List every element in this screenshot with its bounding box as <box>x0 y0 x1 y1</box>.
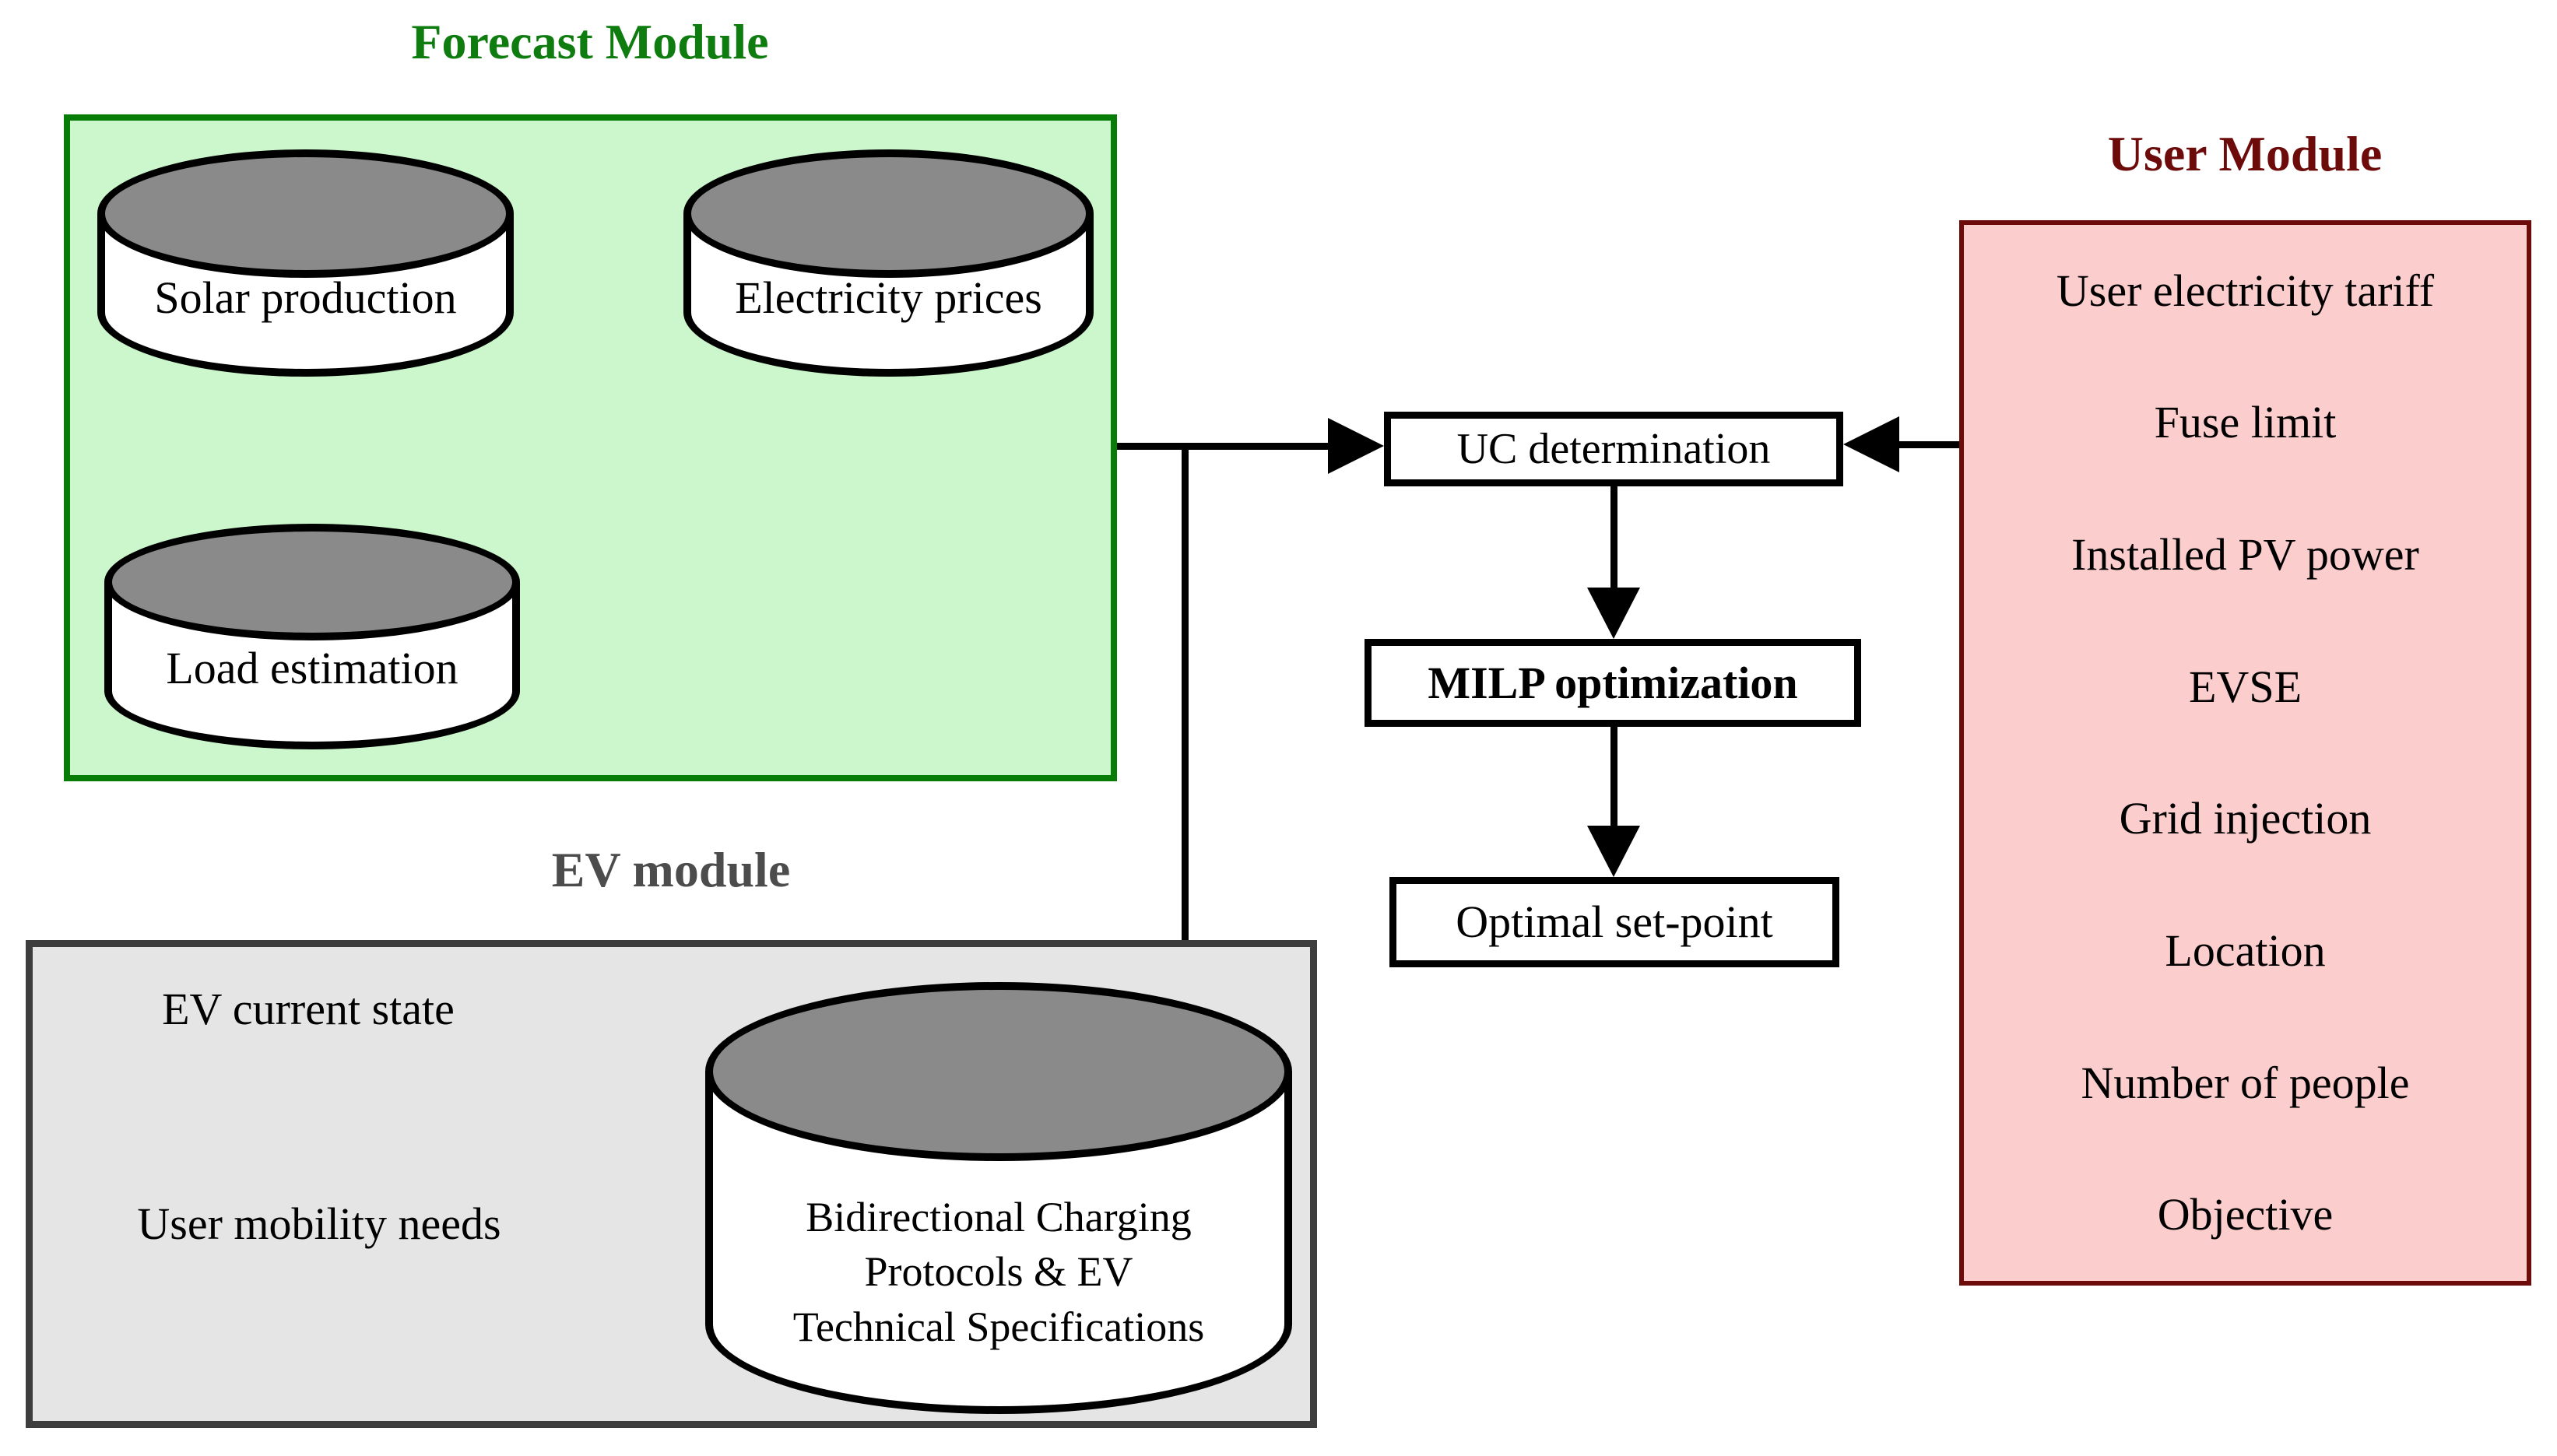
cylinder-top <box>104 524 520 640</box>
forecast-module-title: Forecast Module <box>411 14 769 69</box>
connector-milp-to-optimal <box>1610 727 1617 827</box>
arrowhead-into-uc-right <box>1843 416 1899 472</box>
database-label: Electricity prices <box>735 272 1042 324</box>
database-label: Bidirectional Charging Protocols & EV Te… <box>705 1161 1292 1383</box>
database-label-line-3: Technical Specifications <box>792 1303 1205 1350</box>
cylinder-top <box>683 149 1094 278</box>
optimal-set-point-box: Optimal set-point <box>1389 877 1839 967</box>
user-module-title: User Module <box>2107 126 2383 181</box>
user-param-evse: EVSE <box>2189 661 2302 712</box>
optimal-set-point-label: Optimal set-point <box>1456 896 1773 947</box>
database-label-line-2: Protocols & EV <box>864 1248 1133 1296</box>
database-solar-production: Solar production <box>97 149 514 377</box>
connector-uc-to-milp <box>1610 486 1617 591</box>
uc-determination-label: UC determination <box>1456 425 1771 473</box>
ev-module-title: EV module <box>551 842 791 897</box>
database-label: Solar production <box>154 272 457 324</box>
database-label: Load estimation <box>166 643 458 694</box>
user-param-objective: Objective <box>2157 1189 2334 1240</box>
user-param-location: Location <box>2165 924 2326 976</box>
connector-user-to-uc <box>1896 441 1959 448</box>
arrowhead-into-milp <box>1587 588 1640 639</box>
arrowhead-into-uc-left <box>1328 418 1384 474</box>
database-electricity-prices: Electricity prices <box>683 149 1094 377</box>
connector-forecast-to-uc <box>1117 443 1333 450</box>
arrowhead-into-optimal <box>1587 826 1640 877</box>
database-load-estimation: Load estimation <box>104 524 520 749</box>
cylinder-top <box>97 149 514 278</box>
uc-determination-box: UC determination <box>1384 412 1843 486</box>
user-param-grid-injection: Grid injection <box>2119 793 2372 844</box>
user-param-fuse-limit: Fuse limit <box>2154 397 2337 448</box>
user-module-box: User electricity tariff Fuse limit Insta… <box>1959 220 2531 1286</box>
user-param-installed-pv-power: Installed PV power <box>2071 529 2419 581</box>
connector-branch-to-ev-module <box>1182 443 1189 940</box>
ev-current-state-label: EV current state <box>162 984 455 1034</box>
database-label-line-1: Bidirectional Charging <box>806 1194 1192 1241</box>
user-param-electricity-tariff: User electricity tariff <box>2056 265 2435 316</box>
cylinder-top <box>705 982 1292 1161</box>
user-mobility-needs-label: User mobility needs <box>137 1198 501 1249</box>
milp-optimization-box: MILP optimization <box>1365 639 1861 727</box>
database-bidirectional-charging: Bidirectional Charging Protocols & EV Te… <box>705 982 1292 1414</box>
user-param-number-of-people: Number of people <box>2081 1057 2410 1108</box>
milp-optimization-label: MILP optimization <box>1428 657 1798 708</box>
